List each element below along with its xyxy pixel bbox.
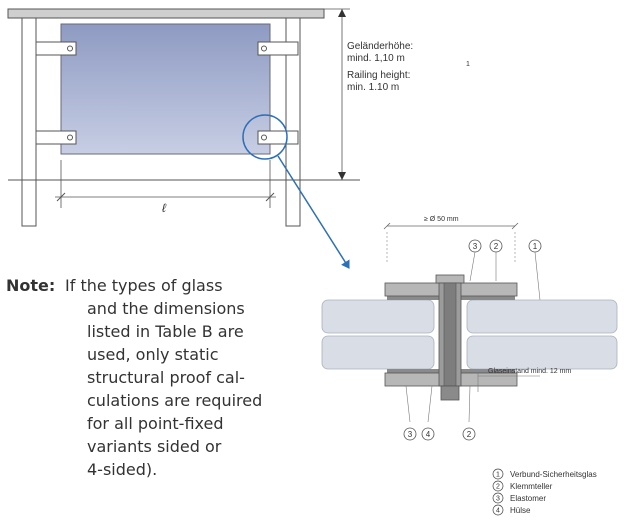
note-line: for all point-fixed: [87, 414, 224, 433]
callout: 3: [403, 427, 417, 441]
handrail: [7, 8, 325, 19]
callout: 3: [468, 239, 482, 253]
diameter-label: ≥ Ø 50 mm: [424, 216, 459, 223]
edge-distance-label: Glaseinstand mind. 12 mm: [488, 368, 571, 375]
note-line: listed in Table B are: [87, 322, 244, 341]
svg-text:3: 3: [473, 242, 478, 251]
svg-text:4: 4: [426, 430, 431, 439]
note-line: If the types of glass: [65, 276, 223, 295]
height-label-en: Railing height: min. 1.10 m: [347, 70, 413, 93]
svg-text:Klemmteller: Klemmteller: [510, 482, 553, 491]
glass-pane: [60, 23, 271, 155]
point-clamp: [35, 41, 77, 56]
note-body: If the types of glass and the dimensions…: [65, 274, 275, 481]
callout: 2: [489, 239, 503, 253]
bolt-head: [435, 274, 465, 284]
svg-text:2: 2: [494, 242, 499, 251]
glass-ply-upper-right: [466, 299, 618, 334]
detail-marker-circle: [242, 114, 288, 160]
legend-item: 2 Klemmteller: [492, 480, 553, 492]
note-line: used, only static: [87, 345, 219, 364]
legend: 1 Verbund-Sicherheitsglas 2 Klemmteller …: [492, 468, 597, 516]
legend-item: 1 Verbund-Sicherheitsglas: [492, 468, 597, 480]
note-heading: Note:: [6, 276, 56, 295]
left-post: [21, 17, 37, 227]
callout: 2: [462, 427, 476, 441]
glass-ply-lower-right: [466, 335, 618, 370]
svg-text:Elastomer: Elastomer: [510, 494, 546, 503]
point-clamp: [35, 130, 77, 145]
point-clamp: [257, 41, 299, 56]
railing-elevation: ℓ: [7, 8, 360, 227]
legend-item: 3 Elastomer: [492, 492, 546, 504]
glass-ply-upper-left: [321, 299, 435, 334]
svg-text:1: 1: [496, 472, 500, 479]
svg-text:2: 2: [467, 430, 472, 439]
note-line: variants sided or: [87, 437, 222, 456]
note-line: and the dimensions: [87, 299, 245, 318]
note-line: culations are required: [87, 391, 263, 410]
callout: 4: [421, 427, 435, 441]
callout: 1: [528, 239, 542, 253]
span-symbol: ℓ: [162, 201, 167, 215]
clamp-detail: ≥ Ø 50 mm 3 2 1: [321, 216, 618, 441]
svg-text:1: 1: [533, 242, 538, 251]
legend-item: 4 Hülse: [492, 504, 531, 516]
svg-text:3: 3: [496, 496, 500, 503]
glass-ply-lower-left: [321, 335, 435, 370]
bolt-end: [440, 385, 460, 401]
svg-text:4: 4: [496, 508, 500, 515]
bolt-shaft: [443, 282, 457, 387]
svg-text:2: 2: [496, 484, 500, 491]
svg-text:3: 3: [408, 430, 413, 439]
point-clamp: [257, 130, 299, 145]
height-label-de: Geländerhöhe: mind. 1,10 m: [347, 41, 416, 64]
detail-arrow: [277, 155, 350, 269]
stray-mark: 1: [466, 61, 470, 68]
svg-text:Verbund-Sicherheitsglas: Verbund-Sicherheitsglas: [510, 470, 597, 479]
note-line: 4-sided).: [87, 460, 158, 479]
note-line: structural proof cal-: [87, 368, 245, 387]
svg-text:Hülse: Hülse: [510, 506, 531, 515]
